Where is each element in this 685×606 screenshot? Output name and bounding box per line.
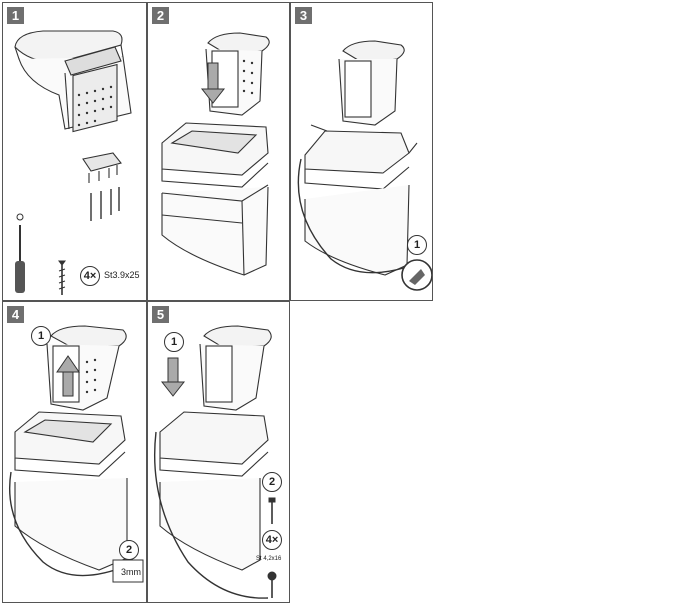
screw-spec-label: St3.9x25 xyxy=(104,270,140,280)
step-number-badge: 3 xyxy=(295,7,312,24)
down-arrow-icon xyxy=(200,62,226,104)
wood-screw-icon xyxy=(58,260,66,295)
phillips-screwdriver-icon xyxy=(15,213,25,293)
armrest-lift-illustration xyxy=(8,325,144,583)
step-panel-5: 5 1 2 4× St 4,2x16 xyxy=(147,301,290,603)
step-number-badge: 1 xyxy=(7,7,24,24)
step-circle-1: 1 xyxy=(164,332,184,352)
armrest-exploded-illustration xyxy=(14,30,132,295)
up-arrow-icon xyxy=(56,355,80,397)
step-panel-4: 4 1 2 3mm xyxy=(2,301,147,603)
step-panel-2: 2 xyxy=(147,2,290,301)
quantity-circle: 4× xyxy=(262,530,282,550)
machine-screw-icon xyxy=(267,497,277,598)
gap-measurement-label: 3mm xyxy=(121,567,141,577)
step-panel-1: 1 xyxy=(2,2,147,301)
trim-knife-icon xyxy=(401,259,432,291)
quantity-circle: 4× xyxy=(80,266,100,286)
down-arrow-icon xyxy=(160,357,186,397)
armrest-fix-illustration xyxy=(153,325,277,599)
step-panel-3: 3 1 xyxy=(290,2,433,301)
armrest-install-illustration xyxy=(161,32,270,276)
armrest-trim-illustration xyxy=(297,40,432,291)
step-circle: 1 xyxy=(407,235,427,255)
step-circle-2: 2 xyxy=(262,472,282,492)
step-number-badge: 4 xyxy=(7,306,24,323)
step-circle-1: 1 xyxy=(31,326,51,346)
step-number-badge: 5 xyxy=(152,306,169,323)
step-number-badge: 2 xyxy=(152,7,169,24)
step-circle-2: 2 xyxy=(119,540,139,560)
screw-spec-label: St 4,2x16 xyxy=(256,556,282,562)
